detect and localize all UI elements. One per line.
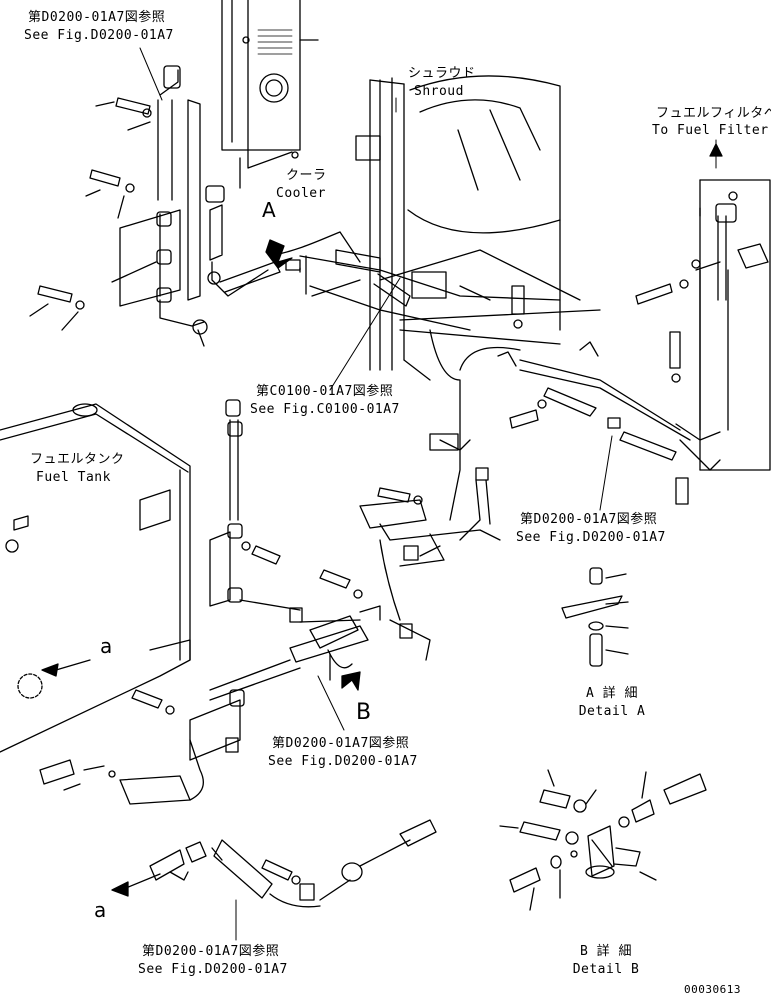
fuel-tank-label-en: Fuel Tank bbox=[36, 470, 111, 485]
detail-b-title-jp: B 詳 細 bbox=[580, 944, 632, 959]
bottom-ref-en: See Fig.D0200-01A7 bbox=[138, 962, 288, 977]
shroud-label-en: Shroud bbox=[414, 84, 464, 99]
fuel-tank-label-jp: フュエルタンク bbox=[30, 452, 125, 467]
radiator-ref-jp: 第D0200-01A7図参照 bbox=[28, 10, 166, 25]
right-ref-jp: 第D0200-01A7図参照 bbox=[520, 512, 658, 527]
bottom-ref-jp: 第D0200-01A7図参照 bbox=[142, 944, 280, 959]
cooler-label-en: Cooler bbox=[276, 186, 326, 201]
mid-ref-jp: 第D0200-01A7図参照 bbox=[272, 736, 410, 751]
middle-piping bbox=[39, 399, 431, 805]
bolts-upper-right bbox=[497, 279, 689, 461]
left-upper-brackets bbox=[119, 65, 281, 335]
direction-arrows bbox=[41, 143, 723, 897]
middle-bolts bbox=[131, 329, 501, 715]
detail-a bbox=[561, 567, 629, 667]
radiator-core bbox=[221, 0, 319, 189]
shroud-frame bbox=[299, 75, 601, 381]
fuel-filter-label-jp: フュエルフィルタへ bbox=[656, 106, 771, 121]
leader-lines bbox=[139, 47, 717, 941]
arrow-a-lower-shaft bbox=[125, 873, 161, 889]
bottom-hose bbox=[149, 819, 437, 908]
view-a-marker: A bbox=[262, 198, 276, 222]
view-b-marker: B bbox=[356, 700, 372, 725]
cooler-label-jp: クーラ bbox=[286, 168, 327, 183]
fuel-filter-label-en: To Fuel Filter bbox=[652, 123, 769, 138]
detail-a-title-en: Detail A bbox=[578, 704, 646, 719]
drawing-number: 00030613 bbox=[684, 983, 741, 996]
right-ref-en: See Fig.D0200-01A7 bbox=[516, 530, 666, 545]
arrow-a-label-lower: a bbox=[94, 898, 107, 922]
arrow-a-upper-shaft bbox=[55, 659, 91, 671]
shroud-label-jp: シュラウド bbox=[408, 66, 476, 81]
detail-b-title-en: Detail B bbox=[572, 962, 640, 977]
fuel-filter-lines bbox=[459, 179, 771, 505]
frame-ref-jp: 第C0100-01A7図参照 bbox=[256, 384, 394, 399]
bolts-upper-left bbox=[29, 97, 205, 347]
frame-ref-en: See Fig.C0100-01A7 bbox=[250, 402, 400, 417]
arrow-a-label-upper: a bbox=[100, 634, 113, 658]
fuel-tank bbox=[0, 403, 191, 753]
mid-ref-en: See Fig.D0200-01A7 bbox=[268, 754, 418, 769]
detail-a-title-jp: A 詳 細 bbox=[586, 686, 638, 701]
radiator-ref-en: See Fig.D0200-01A7 bbox=[24, 28, 174, 43]
detail-b bbox=[499, 769, 707, 911]
